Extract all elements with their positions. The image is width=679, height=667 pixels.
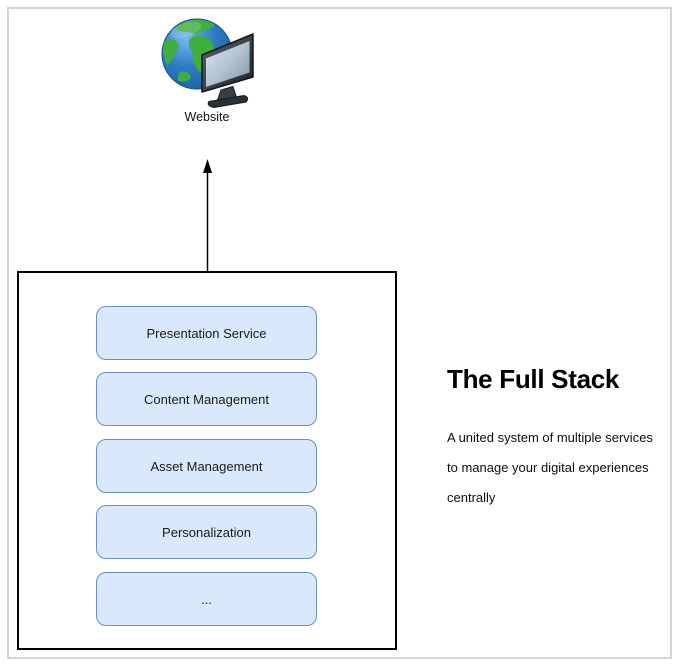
service-box-personalization: Personalization bbox=[96, 505, 317, 559]
service-box-asset-management: Asset Management bbox=[96, 439, 317, 493]
description-line: A united system of multiple services bbox=[447, 430, 653, 445]
page-title: The Full Stack bbox=[447, 364, 620, 394]
globe-with-monitor-icon bbox=[161, 18, 254, 109]
website-label: Website bbox=[184, 110, 230, 124]
stack-container-box: Presentation Service Content Management … bbox=[17, 271, 397, 650]
service-box-presentation-service: Presentation Service bbox=[96, 306, 317, 360]
up-arrow bbox=[203, 159, 212, 271]
description-line: to manage your digital experiences bbox=[447, 460, 649, 475]
service-box-content-management: Content Management bbox=[96, 372, 317, 426]
arrowhead-icon bbox=[203, 159, 212, 173]
monitor-icon bbox=[201, 33, 254, 109]
service-box-ellipsis: ... bbox=[96, 572, 317, 626]
description-line: centrally bbox=[447, 490, 496, 505]
description-text: A united system of multiple services to … bbox=[447, 423, 672, 513]
globe-icon bbox=[161, 18, 233, 90]
